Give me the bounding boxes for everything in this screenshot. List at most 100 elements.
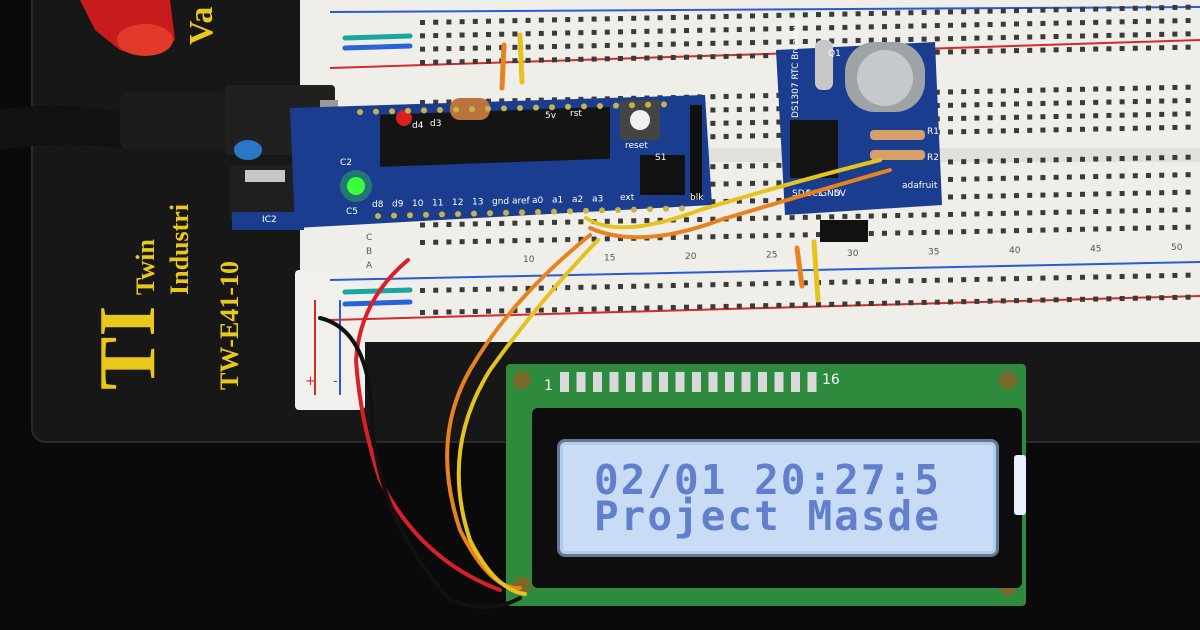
breadboard-hole xyxy=(895,278,901,284)
breadboard-hole xyxy=(1146,207,1151,213)
breadboard-hole xyxy=(486,45,491,51)
breadboard-hole xyxy=(1093,296,1099,302)
breadboard-hole xyxy=(750,26,755,32)
breadboard-hole xyxy=(1132,295,1138,301)
breadboard-hole xyxy=(934,299,940,305)
breadboard-hole xyxy=(1146,225,1151,231)
pin-label: 12 xyxy=(452,198,463,208)
breadboard-hole xyxy=(1000,101,1006,107)
breadboard-hole xyxy=(1053,209,1059,215)
breadboard-hole xyxy=(776,39,782,45)
column-number: 40 xyxy=(1009,246,1021,256)
breadboard-hole xyxy=(1066,7,1072,13)
breadboard-hole xyxy=(987,101,993,107)
breadboard-hole xyxy=(446,32,452,38)
breadboard-hole xyxy=(631,218,637,224)
breadboard-hole xyxy=(802,232,808,238)
breadboard-hole xyxy=(512,98,518,104)
breadboard-hole xyxy=(1040,7,1046,13)
breadboard-hole xyxy=(1106,6,1112,12)
breadboard-hole xyxy=(776,302,782,308)
breadboard-hole xyxy=(855,37,861,43)
breadboard-hole xyxy=(1132,125,1138,131)
breadboard-hole xyxy=(604,42,610,48)
breadboard-hole xyxy=(723,93,729,99)
partial-label: Va xyxy=(183,7,220,45)
breadboard-hole xyxy=(657,28,663,34)
rail-line-blue-bottom xyxy=(329,261,1200,281)
breadboard-hole xyxy=(1066,20,1072,26)
breadboard-hole xyxy=(1172,189,1178,195)
breadboard-hole xyxy=(433,99,439,105)
breadboard-hole xyxy=(829,25,835,31)
rail-plus-label: + xyxy=(305,374,316,389)
breadboard-hole xyxy=(1027,101,1033,107)
breadboard-hole xyxy=(1106,99,1112,105)
breadboard-hole xyxy=(1119,99,1125,105)
lcd-pin xyxy=(791,372,800,392)
breadboard-hole xyxy=(948,159,953,165)
breadboard-hole xyxy=(1027,127,1033,133)
breadboard-hole xyxy=(763,198,769,204)
header-block xyxy=(640,155,685,195)
breadboard-hole xyxy=(1040,297,1046,303)
breadboard-hole xyxy=(987,35,993,41)
breadboard-hole xyxy=(552,307,557,313)
breadboard-hole xyxy=(684,54,689,60)
breadboard-hole xyxy=(948,176,953,182)
breadboard-hole xyxy=(578,43,584,49)
breadboard-hole xyxy=(1014,175,1019,181)
breadboard-hole xyxy=(604,29,610,35)
breadboard-hole xyxy=(1159,98,1165,104)
breadboard-hole xyxy=(499,18,505,24)
pin xyxy=(437,107,443,113)
breadboard-hole xyxy=(565,17,571,23)
breadboard-hole xyxy=(750,120,755,126)
breadboard-hole xyxy=(1066,100,1072,106)
breadboard-hole xyxy=(591,16,597,22)
breadboard-hole xyxy=(657,305,663,311)
breadboard-hole xyxy=(1185,224,1191,230)
breadboard-hole xyxy=(1000,276,1006,282)
breadboard-hole xyxy=(750,40,755,46)
pin xyxy=(487,210,493,217)
wires xyxy=(318,158,892,610)
breadboard-hole xyxy=(446,309,452,315)
pin xyxy=(599,207,605,214)
breadboard-hole xyxy=(1014,276,1019,282)
breadboard-hole xyxy=(578,30,584,36)
breadboard-hole xyxy=(1146,45,1151,51)
breadboard-hole xyxy=(631,305,637,311)
breadboard-hole xyxy=(631,29,637,35)
breadboard-hole xyxy=(697,41,703,47)
breadboard-hole xyxy=(433,19,439,25)
breadboard-hole xyxy=(1093,226,1099,232)
breadboard-hole xyxy=(736,198,742,204)
breadboard-hole xyxy=(974,228,980,234)
breadboard-hole xyxy=(1132,273,1138,279)
breadboard-hole xyxy=(974,276,980,282)
lcd-pin xyxy=(576,372,586,392)
breadboard-hole xyxy=(961,229,967,235)
pin-label: a2 xyxy=(572,195,583,205)
breadboard-hole xyxy=(591,284,597,290)
breadboard-hole xyxy=(855,213,861,219)
breadboard-hole xyxy=(1014,88,1019,94)
breadboard-hole xyxy=(538,17,544,23)
lcd-pin xyxy=(692,372,701,392)
breadboard-hole xyxy=(723,40,729,46)
pin-label: aref xyxy=(512,197,531,207)
breadboard-hole xyxy=(1159,155,1165,161)
board-label: 5v xyxy=(545,111,557,121)
power-cable xyxy=(0,85,338,155)
breadboard-hole xyxy=(921,9,927,15)
breadboard-hole xyxy=(1027,47,1033,53)
pin xyxy=(679,205,685,212)
breadboard-hole xyxy=(1185,294,1191,300)
breadboard-hole xyxy=(789,25,795,31)
breadboard-hole xyxy=(420,100,425,105)
breadboard-hole xyxy=(710,234,716,240)
breadboard-hole xyxy=(763,215,769,221)
breadboard-hole xyxy=(868,231,874,237)
